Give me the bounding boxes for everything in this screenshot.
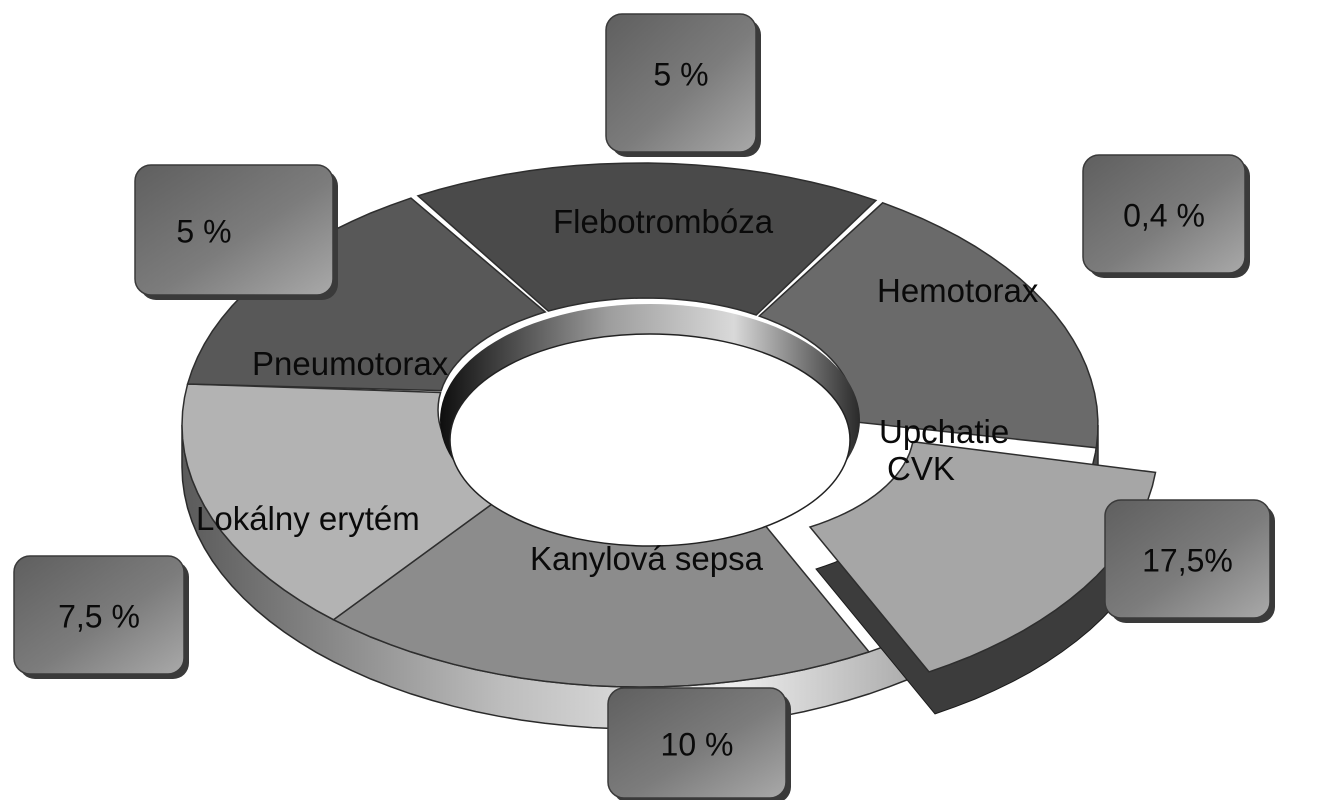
segment-label-pneumotorax: Pneumotorax (252, 345, 449, 382)
value-box-kanylova-sepsa: 10 % (607, 687, 791, 800)
sector-pneumotorax (186, 197, 547, 392)
value-box-bg (1082, 154, 1246, 274)
value-box-upchatie-cvk: 17,5% (1104, 499, 1275, 623)
value-label-hemotorax: 0,4 % (1123, 197, 1205, 233)
value-label-lokalny-erytem: 7,5 % (58, 598, 140, 634)
value-label-kanylova-sepsa: 10 % (661, 726, 734, 762)
value-box-bg (605, 13, 757, 153)
segment-label-lokalny-erytem: Lokálny erytém (196, 500, 420, 537)
segment-label-flebotromboza: Flebotrombóza (553, 203, 774, 240)
ring-hole (449, 333, 851, 547)
sector-upchatie-cvk (808, 440, 1157, 673)
value-box-pneumotorax: 5 % (134, 164, 338, 300)
value-box-hemotorax: 0,4 % (1082, 154, 1250, 278)
value-label-pneumotorax: 5 % (176, 213, 231, 249)
value-box-bg (134, 164, 334, 296)
value-box-bg (13, 555, 185, 675)
box-layer: 5 % 0,4 % 17,5% 10 % 7,5 % 5 % (13, 13, 1275, 800)
segment-label-hemotorax: Hemotorax (877, 272, 1039, 309)
value-box-lokalny-erytem: 7,5 % (13, 555, 189, 679)
value-label-flebotromboza: 5 % (653, 56, 708, 92)
value-box-flebotromboza: 5 % (605, 13, 761, 157)
value-box-bg (607, 687, 787, 799)
value-box-bg (1104, 499, 1271, 619)
ring-layer (181, 162, 1163, 730)
segment-label-kanylova-sepsa: Kanylová sepsa (530, 540, 764, 577)
value-label-upchatie-cvk: 17,5% (1142, 542, 1233, 578)
sector-flebotromboza (416, 162, 878, 316)
